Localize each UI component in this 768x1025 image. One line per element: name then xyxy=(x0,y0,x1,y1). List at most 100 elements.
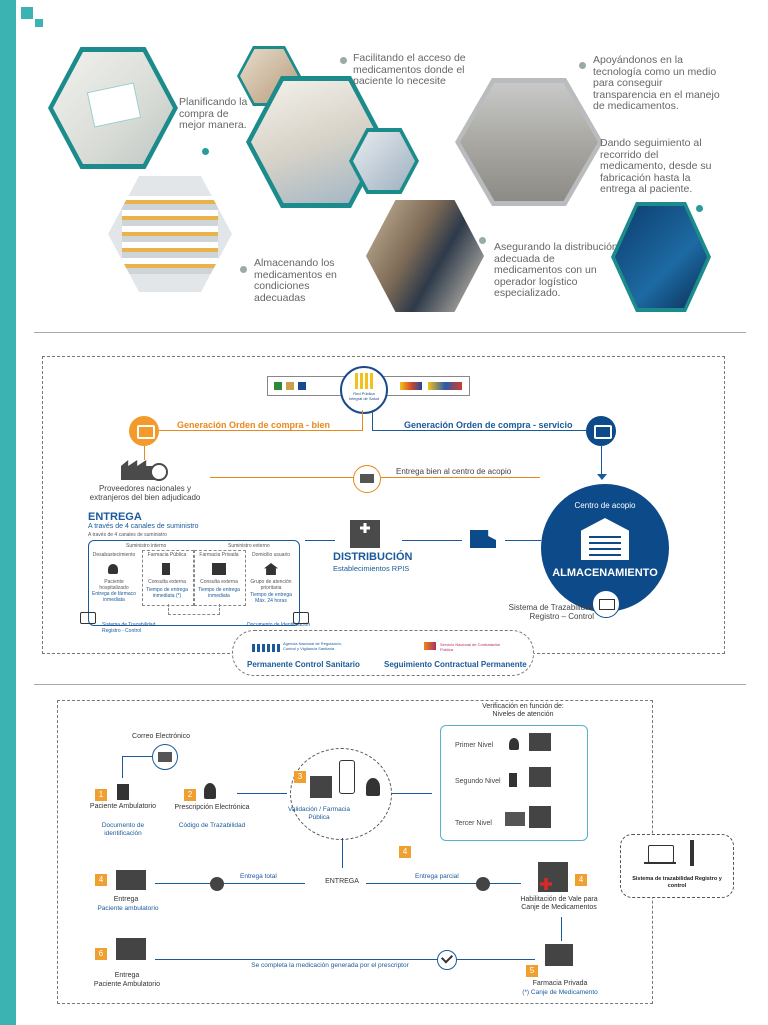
laptop-icon xyxy=(592,590,620,618)
hex-photo-tracking xyxy=(611,202,711,312)
cart-icon-orange xyxy=(129,416,159,446)
entrega-final: Entrega xyxy=(114,972,140,979)
private-pharmacy-label: Farmacia Privada xyxy=(532,980,588,987)
level-2: Segundo Nivel xyxy=(455,778,501,785)
dist-arrow-3 xyxy=(305,540,335,541)
connector-dot xyxy=(696,205,703,212)
distribution-subtitle: Establecimientos RPIS xyxy=(333,564,410,573)
doctor-icon xyxy=(162,563,170,575)
validation-label: Validación / Farmacia Pública xyxy=(287,806,351,821)
email-arrow xyxy=(122,756,123,778)
sercop-logo xyxy=(424,642,436,650)
ambulatory-patient: Paciente Ambulatorio xyxy=(89,803,157,810)
patient-walk-icon xyxy=(117,784,129,800)
id-document-label: Documento de Identificación xyxy=(247,622,311,628)
entrega-title: ENTREGA xyxy=(88,511,142,523)
entrega-final-sub: Paciente Ambulatorio xyxy=(93,981,161,988)
id-document: Documento de identificación xyxy=(101,822,145,837)
counter-icon xyxy=(116,870,146,890)
connector-dot xyxy=(579,62,586,69)
antenna-icon xyxy=(690,840,694,866)
orange-line-v xyxy=(362,410,363,431)
channel-1: Desabastecimiento xyxy=(92,552,136,558)
storage-center: Centro de acopio ALMACENAMIENTO xyxy=(541,484,669,612)
connector-dot xyxy=(340,57,347,64)
pill-icon-2 xyxy=(476,877,490,891)
laptop-icon-2 xyxy=(648,845,674,863)
logo-5 xyxy=(428,382,462,390)
delivery-label: Entrega bien al centro de acopio xyxy=(396,467,512,476)
private-pharmacy-box xyxy=(194,550,246,606)
e-prescription: Prescripción Electrónica xyxy=(174,804,250,811)
validation-circle xyxy=(290,748,392,840)
sercop-text: Servicio Nacional de Contratación Públic… xyxy=(440,642,501,652)
clinic-icon-1 xyxy=(529,733,551,751)
caption-technology: Apoyándonos en la tecnología como un med… xyxy=(593,54,720,112)
arrow-3-entrega xyxy=(342,838,343,868)
caption-distribution: Asegurando la distribución adecuada de m… xyxy=(494,241,618,299)
step-4-badge-b: 4 xyxy=(575,874,587,886)
id-card-icon xyxy=(293,612,309,624)
pharmacist-icon xyxy=(366,778,380,796)
hex-photo-warehouse-shelves xyxy=(108,176,232,292)
step-6-badge: 6 xyxy=(95,948,107,960)
phone-icon xyxy=(339,760,355,794)
laptop-small-icon xyxy=(80,612,96,624)
hospital-icon-3 xyxy=(529,806,551,828)
section-divider-2 xyxy=(34,684,746,685)
step-4-badge-c: 4 xyxy=(399,846,411,858)
providers-label: Proveedores nacionales y extranjeros del… xyxy=(89,484,201,502)
entrega-patient: Entrega xyxy=(113,896,139,903)
level-3: Tercer Nivel xyxy=(455,820,492,827)
entrega-center: ENTREGA xyxy=(325,878,359,885)
logo-3 xyxy=(298,382,306,390)
channel-3: Farmacia Privada xyxy=(199,552,239,558)
total-delivery: Entrega total xyxy=(240,873,277,880)
voucher-icon xyxy=(538,862,568,892)
storage-title: ALMACENAMIENTO xyxy=(552,567,658,579)
truck-icon-circle xyxy=(353,465,381,493)
arcsa-logo xyxy=(252,644,280,652)
dist-arrow-2 xyxy=(402,540,462,541)
logo-2 xyxy=(286,382,294,390)
step-1-badge: 1 xyxy=(95,789,107,801)
left-accent-bar xyxy=(0,0,16,1025)
connector-dot xyxy=(240,266,247,273)
health-control-label: Permanente Control Sanitario xyxy=(247,660,360,669)
entrega-subtitle: A través de 4 canales de suministro xyxy=(88,523,199,530)
gen-order-servicio: Generación Orden de compra - servicio xyxy=(404,420,573,430)
entrega-patient-sub: Paciente ambulatorio xyxy=(97,905,159,912)
home-icon xyxy=(264,563,278,575)
dist-arrow xyxy=(505,540,541,541)
orange-arrow xyxy=(144,446,145,460)
orange-line xyxy=(143,430,363,431)
arrow-3-levels xyxy=(392,793,432,794)
email-icon xyxy=(152,744,178,770)
entrega-subtitle-2: A través de 4 canales de suministro xyxy=(88,532,167,538)
connector-dot xyxy=(202,148,209,155)
pharmacy-building-icon xyxy=(310,776,332,798)
partial-delivery: Entrega parcial xyxy=(415,873,459,880)
caption-planning: Planificando la compra de mejor manera. xyxy=(179,96,248,131)
caption-tracking: Dando seguimiento al recorrido del medic… xyxy=(600,137,712,195)
patient-icon xyxy=(108,564,118,574)
connector-dot xyxy=(479,237,486,244)
step-3-badge: 3 xyxy=(294,771,306,783)
traceability-label: Sistema de Trazabilidad Registro – Contr… xyxy=(508,603,594,621)
voucher-enable: Habilitación de Vale para Canje de Medic… xyxy=(520,896,598,911)
logo-4 xyxy=(400,382,422,390)
channel-2: Farmacia Pública xyxy=(147,552,187,558)
channels-panel xyxy=(88,540,300,626)
arrow-voucher xyxy=(561,917,562,941)
email-label: Correo Electrónico xyxy=(132,733,190,740)
decor-square-small xyxy=(35,19,43,27)
pill-icon xyxy=(210,877,224,891)
private-pharmacy-icon xyxy=(545,944,573,966)
arrow-partial xyxy=(366,883,521,884)
blue-line xyxy=(372,430,600,431)
arrow-total xyxy=(155,883,305,884)
arrow-head xyxy=(597,474,607,480)
check-icon xyxy=(437,950,457,970)
step-5-badge: 5 xyxy=(526,965,538,977)
decor-square xyxy=(21,7,33,19)
